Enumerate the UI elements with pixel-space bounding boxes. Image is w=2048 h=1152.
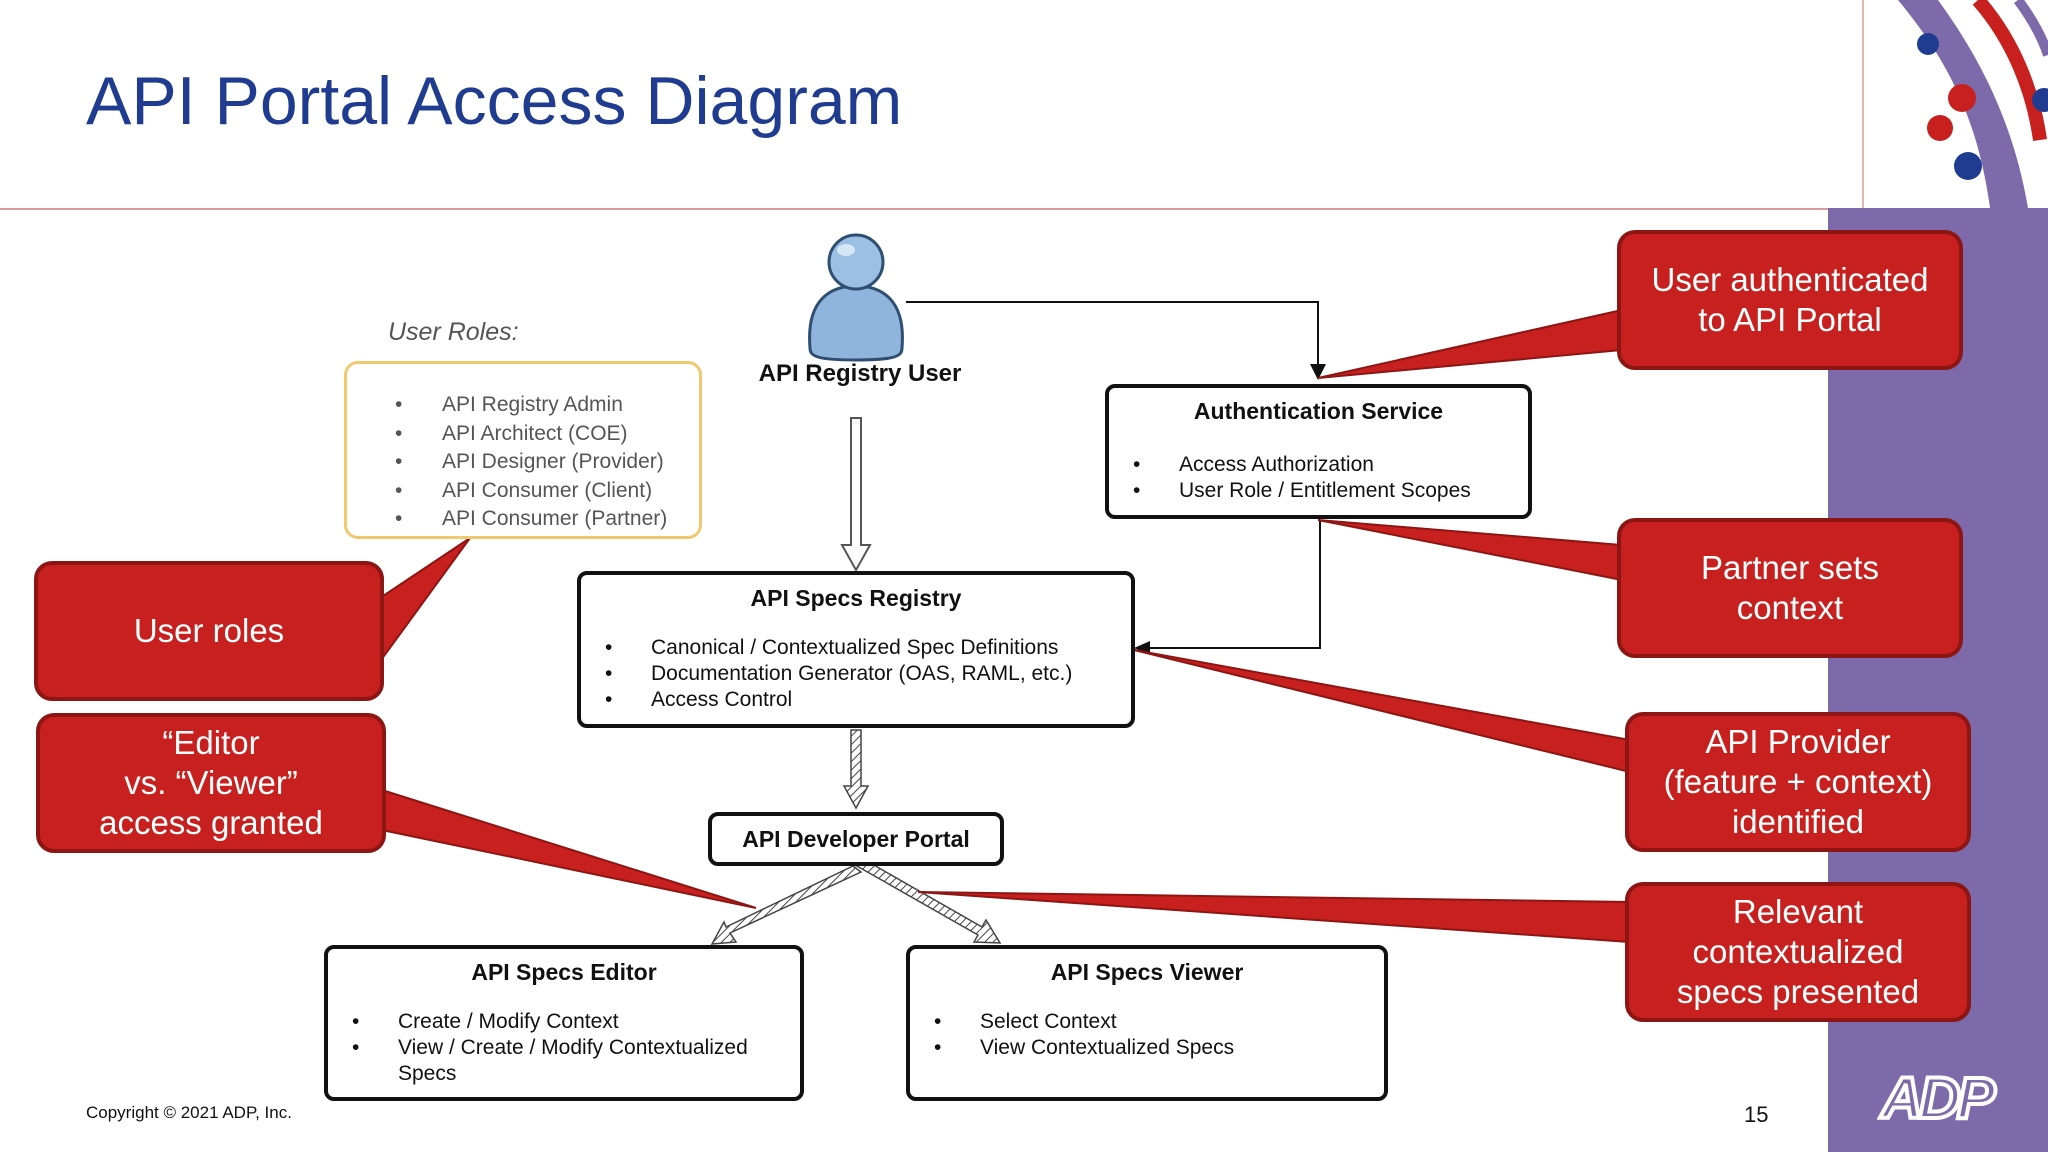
authentication-service-list: Access Authorization User Role / Entitle… (1109, 452, 1528, 504)
api-specs-editor-title: API Specs Editor (471, 959, 657, 985)
user-roles-heading: User Roles: (388, 318, 519, 346)
header-divider (0, 208, 1828, 210)
user-to-auth-line (906, 301, 1319, 368)
user-roles-box: API Registry Admin API Architect (COE) A… (344, 361, 702, 539)
api-developer-portal-title: API Developer Portal (742, 825, 970, 852)
user-roles-list: API Registry Admin API Architect (COE) A… (347, 391, 667, 534)
callout-relevant-specs-presented: Relevant contextualized specs presented (1625, 882, 1971, 1022)
user-avatar-icon (808, 233, 904, 362)
api-specs-viewer-list: Select Context View Contextualized Specs (910, 1009, 1384, 1061)
adp-logo-text: ADP (1879, 1068, 1996, 1128)
list-item: Canonical / Contextualized Spec Definiti… (581, 635, 1131, 661)
role-item: API Architect (COE) (347, 420, 667, 449)
list-item: Select Context (910, 1009, 1384, 1035)
list-item: User Role / Entitlement Scopes (1109, 478, 1528, 504)
authentication-service-title: Authentication Service (1193, 398, 1444, 424)
list-item: Create / Modify Context (328, 1009, 768, 1035)
page-number: 15 (1744, 1102, 1769, 1127)
callout-user-roles: User roles (34, 561, 384, 701)
header-vertical-divider (1862, 0, 1864, 208)
pointer-relevant-specs (917, 891, 1631, 944)
role-item: API Consumer (Client) (347, 477, 667, 506)
list-item: Documentation Generator (OAS, RAML, etc.… (581, 661, 1131, 687)
callout-editor-vs-viewer: “Editor vs. “Viewer” access granted (36, 713, 386, 853)
api-specs-editor-list: Create / Modify Context View / Create / … (328, 1009, 768, 1087)
callout-text: Relevant contextualized specs presented (1676, 893, 1920, 1010)
callout-text: API Provider (feature + context) identif… (1663, 723, 1933, 840)
list-item: Access Authorization (1109, 452, 1528, 478)
role-item: API Consumer (Partner) (347, 505, 667, 534)
callout-text: Partner sets context (1701, 549, 1879, 626)
brand-decoration (1898, 0, 2048, 208)
api-developer-portal-box: API Developer Portal (708, 812, 1004, 866)
role-item: API Registry Admin (347, 391, 667, 420)
pointer-editor-viewer (381, 788, 757, 909)
authentication-service-box: Authentication Service Access Authorizat… (1105, 384, 1532, 519)
auth-to-registry-line (1142, 520, 1321, 649)
api-specs-registry-title: API Specs Registry (750, 585, 962, 611)
callout-text: “Editor vs. “Viewer” access granted (99, 724, 323, 841)
callout-user-authenticated: User authenticated to API Portal (1617, 230, 1963, 370)
page-title: API Portal Access Diagram (86, 63, 903, 139)
registry-to-portal-arrow (842, 729, 870, 810)
user-to-registry-arrow (840, 417, 872, 573)
api-specs-editor-box: API Specs Editor Create / Modify Context… (324, 945, 804, 1101)
user-label: API Registry User (758, 360, 962, 387)
list-item: View / Create / Modify Contextualized Sp… (328, 1035, 768, 1087)
pointer-authenticated (1317, 308, 1623, 379)
portal-to-editor-arrow (710, 865, 863, 945)
callout-api-provider-identified: API Provider (feature + context) identif… (1625, 712, 1971, 852)
callout-text: User roles (133, 612, 285, 649)
role-item: API Designer (Provider) (347, 448, 667, 477)
portal-to-viewer-arrow (855, 859, 1002, 944)
api-specs-registry-list: Canonical / Contextualized Spec Definiti… (581, 635, 1131, 713)
pointer-partner-context (1317, 519, 1623, 582)
pointer-provider-identified (1133, 649, 1631, 774)
api-specs-registry-box: API Specs Registry Canonical / Contextua… (577, 571, 1135, 728)
callout-text: User authenticated to API Portal (1651, 261, 1929, 338)
adp-logo: ADP (1877, 1068, 2002, 1128)
api-specs-viewer-box: API Specs Viewer Select Context View Con… (906, 945, 1388, 1101)
list-item: View Contextualized Specs (910, 1035, 1384, 1061)
api-specs-viewer-title: API Specs Viewer (1050, 959, 1244, 985)
copyright-text: Copyright © 2021 ADP, Inc. (86, 1103, 292, 1122)
auth-arrowhead (1310, 364, 1326, 380)
callout-partner-sets-context: Partner sets context (1617, 518, 1963, 658)
list-item: Access Control (581, 687, 1131, 713)
